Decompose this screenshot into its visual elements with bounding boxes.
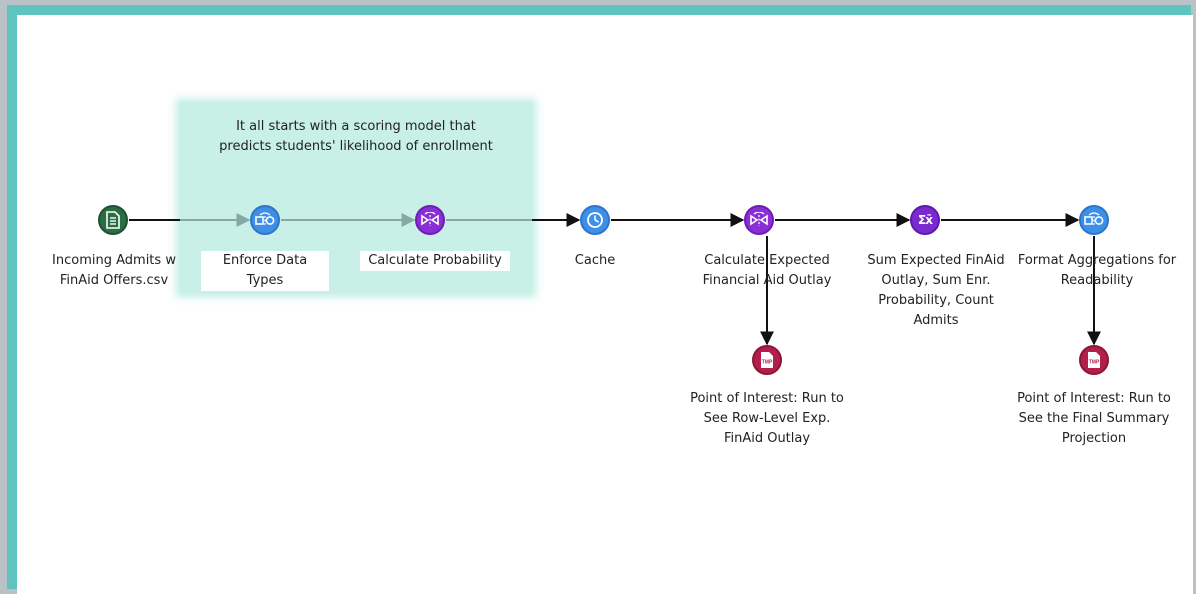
clock-icon xyxy=(586,211,604,229)
cache-node[interactable] xyxy=(580,205,610,235)
summarize-node-label: Sum Expected FinAid Outlay, Sum Enr. Pro… xyxy=(867,253,1005,328)
document-icon xyxy=(105,211,121,229)
summarize-node[interactable]: Σx̄ xyxy=(910,205,940,235)
browse-tool-node[interactable]: TMP xyxy=(752,345,782,375)
workflow-canvas[interactable]: It all starts with a scoring model that … xyxy=(17,15,1193,594)
formula-tool-label: Calculate Probability xyxy=(360,251,510,271)
browse-tool-node-2[interactable]: TMP xyxy=(1079,345,1109,375)
svg-text:TMP: TMP xyxy=(762,360,773,366)
tmp-icon: TMP xyxy=(759,351,775,369)
select-tool-icon xyxy=(255,212,275,228)
select-tool-label: Enforce Data Types xyxy=(201,251,329,291)
select-tool-2-label: Format Aggregations for Readability xyxy=(1017,253,1177,288)
cache-node-label: Cache xyxy=(574,253,616,268)
input-data-node[interactable] xyxy=(98,205,128,235)
select-tool-node-2[interactable] xyxy=(1079,205,1109,235)
svg-text:TMP: TMP xyxy=(1089,360,1100,366)
formula-tool-node-2[interactable] xyxy=(744,205,774,235)
formula-tool-node[interactable] xyxy=(415,205,445,235)
connection-wires xyxy=(129,213,1101,346)
formula-tool-2-label: Calculate Expected Financial Aid Outlay xyxy=(702,253,832,288)
sigma-icon: Σx̄ xyxy=(918,213,933,227)
formula-icon xyxy=(749,212,769,228)
select-tool-node[interactable] xyxy=(250,205,280,235)
formula-icon xyxy=(420,212,440,228)
browse-tool-label: Point of Interest: Run to See Row-Level … xyxy=(690,391,844,446)
container-caption: It all starts with a scoring model that … xyxy=(219,119,493,154)
select-tool-icon xyxy=(1084,212,1104,228)
browse-tool-2-label: Point of Interest: Run to See the Final … xyxy=(1017,391,1171,446)
tmp-icon: TMP xyxy=(1086,351,1102,369)
window-frame: It all starts with a scoring model that … xyxy=(7,5,1193,594)
input-node-label: Incoming Admits w FinAid Offers.csv xyxy=(52,253,176,288)
